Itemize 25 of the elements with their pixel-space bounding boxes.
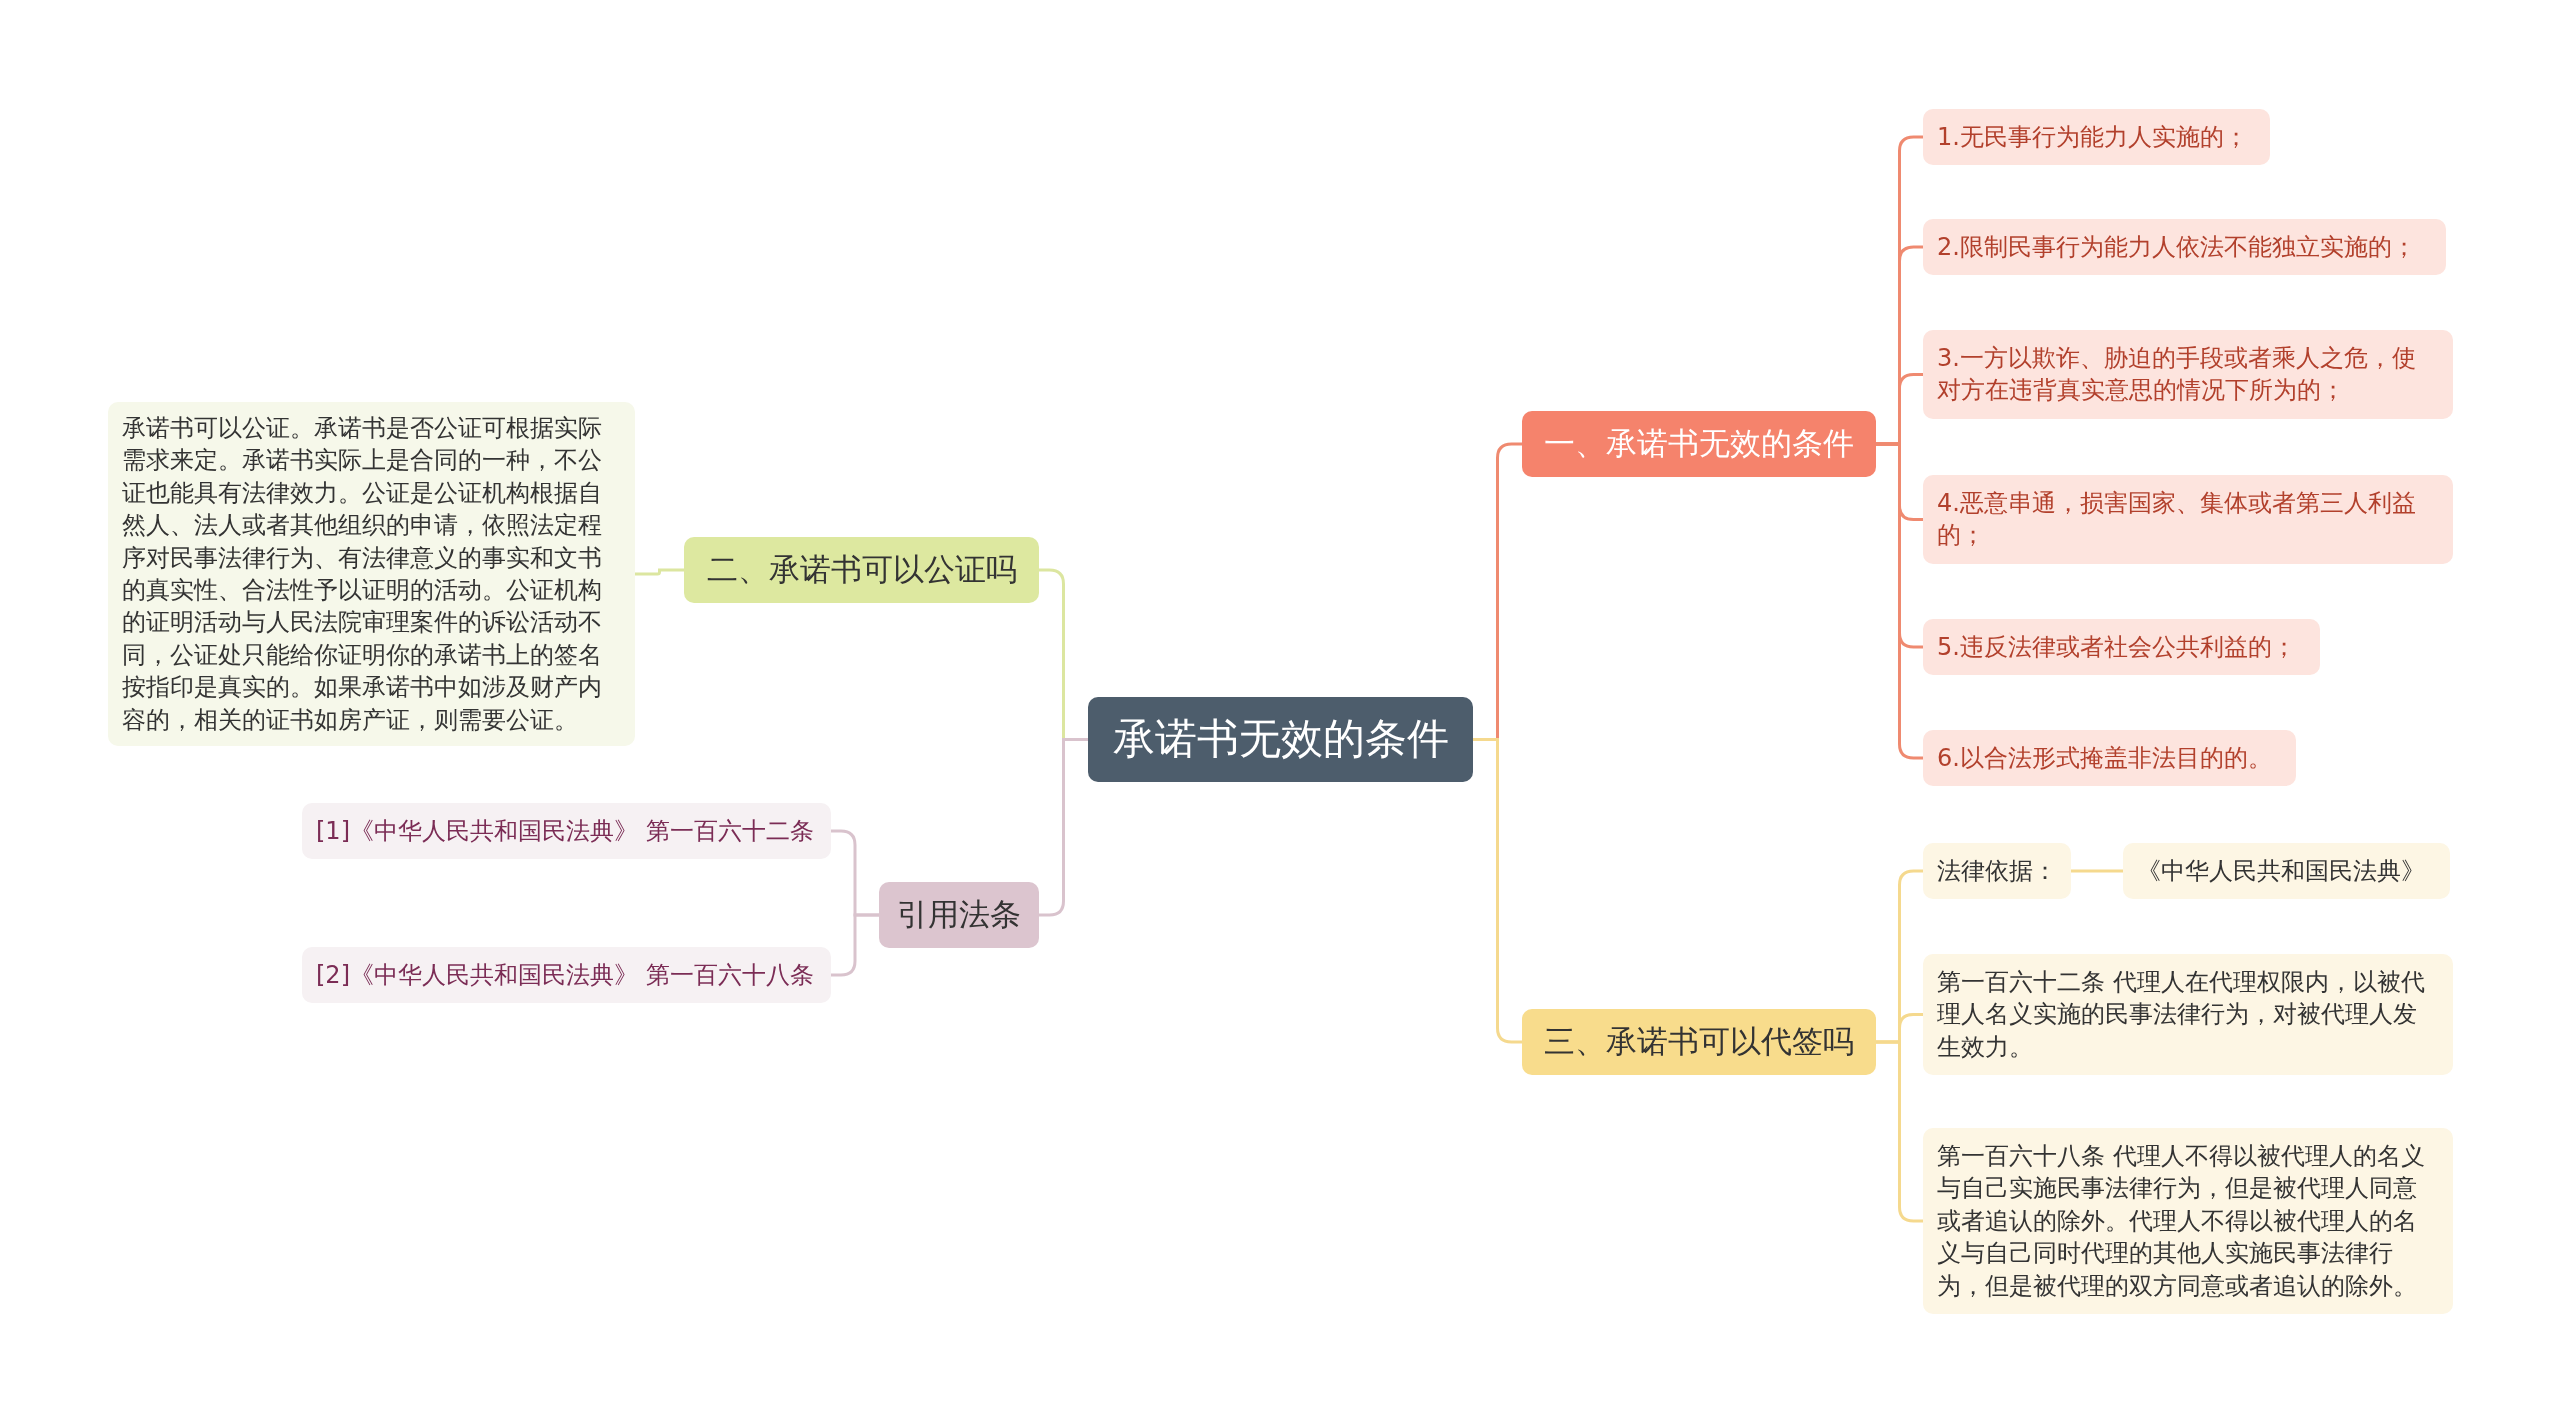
item-box: 5.违反法律或者社会公共利益的； [1923, 619, 2320, 676]
reference-box: [2]《中华人民共和国民法典》 第一百六十八条 [302, 947, 831, 1004]
item-box: 4.恶意串通，损害国家、集体或者第三人利益的； [1923, 475, 2453, 564]
item-box: 法律依据： [1923, 843, 2071, 900]
item-box: 第一百六十二条 代理人在代理权限内，以被代理人名义实施的民事法律行为，对被代理人发生效力。 [1923, 954, 2453, 1076]
branch-topic-box: 引用法条 [879, 882, 1039, 948]
connector-line [1039, 738, 1088, 917]
connector-line [1473, 738, 1522, 1044]
branch-topic-box: 一、承诺书无效的条件 [1522, 411, 1876, 477]
central-topic-box: 承诺书无效的条件 [1088, 697, 1473, 782]
item-box: 2.限制民事行为能力人依法不能独立实施的； [1923, 219, 2446, 276]
item-box: 第一百六十八条 代理人不得以被代理人的名义与自己实施民事法律行为，但是被代理人同意或者追认的除外。代理人不得以被代理人的名义与自己同时代理的其他人实施民事法律行为，但是被代理的双方同意或者追认的除外。 [1923, 1128, 2453, 1314]
connector-line [635, 568, 684, 576]
note-box: 承诺书可以公证。承诺书是否公证可根据实际需求来定。承诺书实际上是合同的一种，不公证也能具有法律效力。公证是公证机构根据自然人、法人或者其他组织的申请，依照法定程序对民事法律行为、有法律意义的事实和文书的真实性、合法性予以证明的活动。公证机构的证明活动与人民法院审理案件的诉讼活动不同，公证处只能给你证明你的承诺书上的签名按指印是真实的。如果承诺书中如涉及财产内容的，相关的证书如房产证，则需要公证。 [108, 402, 635, 746]
connector-line [1876, 1040, 1923, 1223]
connector-line [2071, 869, 2123, 873]
item-box: 1.无民事行为能力人实施的； [1923, 109, 2270, 166]
item-box: 3.一方以欺诈、胁迫的手段或者乘人之危，使对方在违背真实意思的情况下所为的； [1923, 330, 2453, 419]
item-box: 《中华人民共和国民法典》 [2123, 843, 2450, 900]
item-box: 6.以合法形式掩盖非法目的的。 [1923, 730, 2296, 787]
branch-topic-box: 三、承诺书可以代签吗 [1522, 1009, 1876, 1075]
branch-topic-box: 二、承诺书可以公证吗 [684, 537, 1039, 603]
connector-line [831, 913, 879, 977]
reference-box: [1]《中华人民共和国民法典》 第一百六十二条 [302, 803, 831, 860]
connector-line [1876, 442, 1923, 760]
